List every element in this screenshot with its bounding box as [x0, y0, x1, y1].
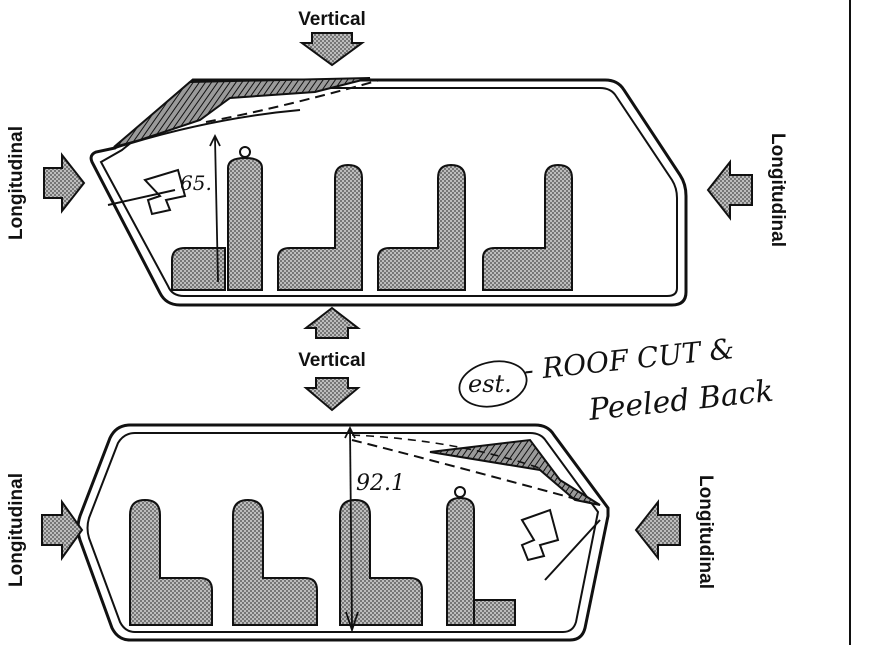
top-seat-5	[482, 163, 573, 291]
bottom-steering-wheel	[520, 508, 601, 581]
bottom-seat-3	[339, 498, 423, 626]
top-vertical-label: Vertical	[298, 9, 366, 30]
top-height-annotation: 65.	[180, 171, 212, 195]
top-steering-wheel	[107, 168, 187, 216]
bottom-height-measure-line	[349, 427, 353, 629]
est-circle	[458, 360, 528, 408]
top-seat-1	[171, 247, 226, 291]
middle-vertical-double-arrow	[303, 306, 361, 412]
handwritten-note: est. - ROOF CUT & Peeled Back	[458, 332, 775, 428]
top-seat-2	[227, 146, 263, 291]
top-right-longitudinal-label: Longitudinal	[767, 133, 788, 247]
bottom-height-annotation: 92.1	[356, 471, 405, 496]
bottom-right-longitudinal-arrow	[634, 499, 681, 561]
bottom-seat-1	[129, 498, 213, 626]
bottom-left-longitudinal-label: Longitudinal	[6, 473, 27, 587]
top-vehicle: Vertical 65.	[6, 9, 788, 307]
bottom-left-longitudinal-arrow	[41, 498, 84, 562]
bottom-seat-2	[232, 498, 318, 626]
note-line-1: - ROOF CUT &	[522, 332, 735, 387]
top-seat-4	[377, 163, 466, 291]
middle-vertical-label: Vertical	[298, 350, 366, 371]
top-left-longitudinal-label: Longitudinal	[6, 126, 27, 240]
top-height-measure-line	[214, 137, 219, 283]
top-left-longitudinal-arrow	[43, 152, 86, 214]
top-right-longitudinal-arrow	[706, 159, 753, 221]
top-seat-3	[277, 163, 363, 291]
bottom-vehicle: 92.1 Longitudinal Longitudinal	[6, 423, 716, 642]
bottom-seat-4	[446, 486, 516, 626]
bottom-right-longitudinal-label: Longitudinal	[695, 475, 716, 589]
bottom-roof-crush	[429, 438, 601, 506]
note-line-2: Peeled Back	[586, 374, 775, 428]
est-annotation: est.	[468, 370, 512, 398]
top-vertical-arrow	[298, 32, 366, 67]
